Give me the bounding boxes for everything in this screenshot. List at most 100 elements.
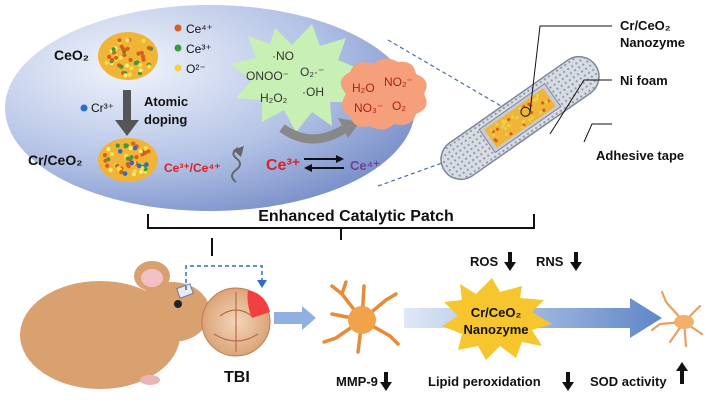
particle-speckle — [146, 45, 151, 51]
patch-speckle — [535, 97, 539, 101]
mmp9-label: MMP-9 — [336, 374, 378, 389]
particle-speckle — [142, 150, 148, 156]
patch-speckle — [542, 108, 546, 112]
h2o2: H₂O₂ — [260, 91, 288, 105]
hydroxyl-radical: ·OH — [302, 85, 324, 99]
particle-speckle — [133, 61, 138, 66]
patch-speckle — [495, 122, 499, 127]
cr-dopant-speckle — [144, 162, 149, 167]
mouse-foot — [140, 375, 160, 385]
patch-speckle — [505, 132, 509, 136]
mouse-ear-inner — [141, 269, 163, 287]
squiggle-arrow — [231, 147, 241, 183]
cr-ceo2-particle — [98, 138, 158, 182]
nanozyme-layer — [484, 88, 556, 148]
lipid-down-arrow — [562, 372, 574, 391]
ce3-legend-dot — [174, 44, 182, 52]
particle-speckle — [119, 44, 124, 49]
particle-speckle — [119, 170, 124, 175]
burst-nanozyme-label-2: Nanozyme — [463, 322, 528, 337]
leader-line-ni-foam — [549, 79, 612, 135]
particle-speckle — [108, 167, 113, 172]
patch-speckle — [529, 110, 534, 115]
patch-speckle — [509, 132, 513, 136]
cr3-label: Cr³⁺ — [91, 101, 114, 115]
flow-arrow-1 — [274, 306, 316, 330]
particle-speckle — [106, 147, 111, 152]
particle-speckle — [123, 143, 128, 148]
damaged-cell — [322, 280, 400, 354]
particle-speckle — [125, 38, 130, 43]
cr-dopant-speckle — [129, 160, 135, 166]
burst-nanozyme-label-1: Cr/CeO₂ — [471, 305, 522, 320]
ros-label: ROS — [470, 254, 499, 269]
head-to-brain-dashed — [185, 265, 263, 290]
ce4-legend-label: Ce⁴⁺ — [186, 22, 213, 36]
products-cloud — [340, 58, 427, 130]
ros-down-arrow — [504, 252, 516, 271]
patch-speckle — [507, 117, 511, 122]
magnified-region-marker — [520, 106, 531, 117]
particle-speckle — [132, 169, 137, 174]
patch-tape-label: Adhesive tape — [596, 148, 684, 163]
nitrate-product: NO₃⁻ — [354, 101, 383, 115]
particle-speckle — [125, 46, 130, 51]
head-patch — [176, 283, 194, 299]
no-radical: ·NO — [272, 49, 294, 63]
particle-speckle — [141, 38, 146, 44]
ceo2-particle — [98, 32, 158, 80]
brain-detail — [213, 292, 259, 352]
particle-speckle — [119, 64, 124, 69]
particle-speckle — [128, 57, 133, 63]
particle-speckle — [141, 54, 146, 59]
leader-line-tape — [583, 123, 612, 143]
particle-speckle — [131, 141, 136, 146]
cr-ceo2-label: Cr/CeO₂ — [28, 152, 82, 168]
particle-speckle — [141, 57, 146, 62]
doping-arrow — [115, 90, 139, 136]
patch-nanozyme-label-1: Cr/CeO₂ — [620, 18, 671, 33]
particle-speckle — [129, 66, 134, 71]
particle-speckle — [140, 166, 145, 171]
atomic-doping-label-1: Atomic — [144, 94, 188, 109]
patch-speckle — [491, 133, 496, 137]
particle-speckle — [104, 60, 109, 65]
conversion-arrow — [279, 124, 349, 144]
particle-speckle — [134, 155, 139, 160]
cr-dopant-speckle — [117, 149, 123, 154]
mechanism-panel: CeO₂ Ce⁴⁺ Ce³⁺ O²⁻ Cr³⁺ Atomic doping Cr… — [5, 5, 427, 211]
particle-speckle — [138, 63, 143, 68]
particle-speckle — [147, 64, 152, 69]
patch-speckle — [506, 123, 510, 127]
patch-speckle — [544, 100, 549, 104]
patch-speckle — [495, 127, 500, 131]
water-product: H₂O — [352, 81, 375, 95]
onoo-anion: ONOO⁻ — [246, 69, 289, 83]
mouse-illustration — [20, 261, 231, 389]
patch-speckle — [500, 119, 505, 123]
particle-speckle — [118, 55, 123, 60]
ce4-legend-dot — [174, 24, 182, 32]
patch-speckle — [511, 115, 515, 119]
particle-speckle — [125, 156, 130, 161]
injury-region — [247, 290, 270, 318]
patch-speckle — [500, 125, 505, 129]
ceo2-label: CeO₂ — [54, 47, 89, 63]
patch-ni-foam-label: Ni foam — [620, 73, 668, 88]
patch-speckle — [541, 101, 545, 105]
particle-speckle — [124, 63, 129, 68]
leader-line-nanozyme — [529, 25, 612, 113]
catalytic-patch: Cr/CeO₂ Nanozyme Ni foam Adhesive tape — [440, 18, 685, 181]
patch-speckle — [521, 119, 526, 124]
patch-speckle — [503, 119, 507, 123]
nitrite-product: NO₂⁻ — [384, 75, 413, 89]
patch-speckle — [538, 110, 542, 114]
particle-speckle — [102, 153, 107, 158]
patch-speckle — [502, 122, 506, 126]
patch-speckle — [518, 106, 522, 110]
superoxide: O₂·⁻ — [300, 65, 324, 79]
ce3-legend-label: Ce³⁺ — [186, 42, 212, 56]
rns-down-arrow — [570, 252, 582, 271]
atomic-doping-label-2: doping — [144, 112, 187, 127]
